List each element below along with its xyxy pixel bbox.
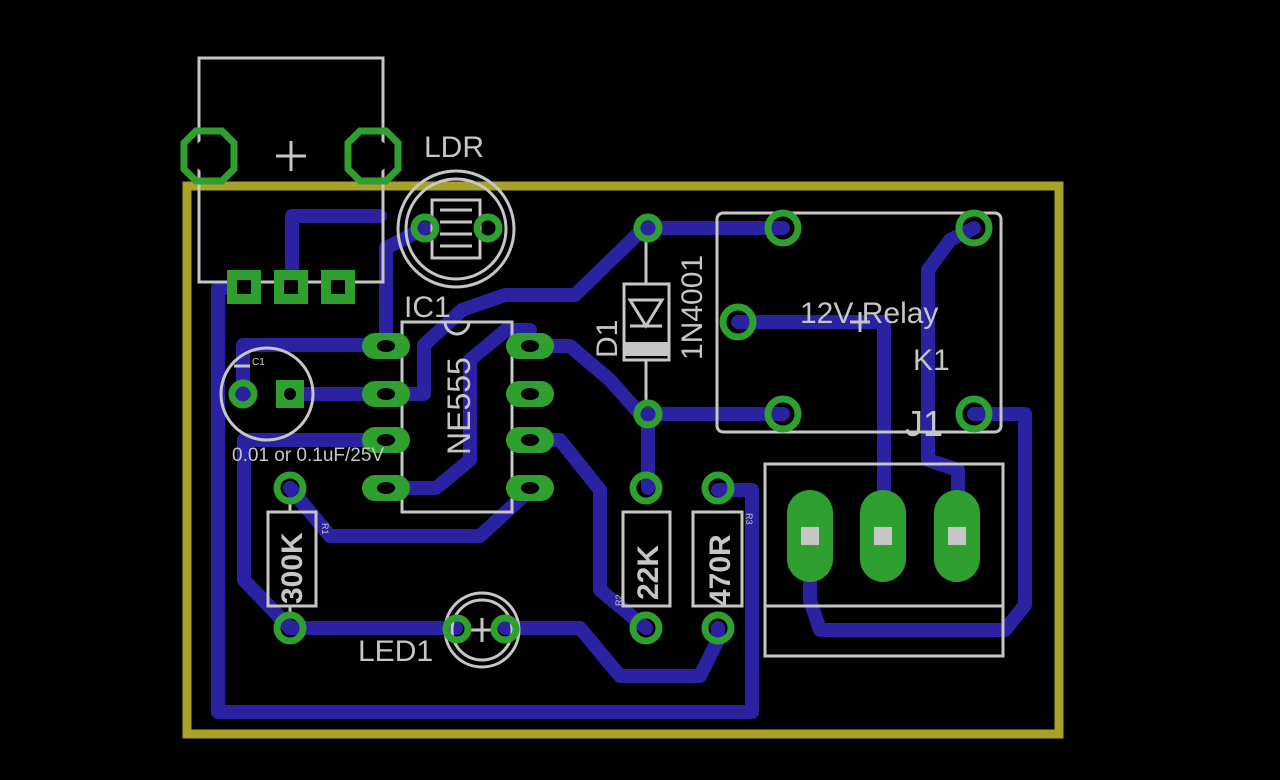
r1-label: R1 bbox=[320, 523, 330, 535]
r2-component: R2 22K bbox=[614, 471, 672, 645]
c1-value: 0.01 or 0.1uF/25V bbox=[232, 445, 384, 466]
ldr-component: LDR bbox=[396, 131, 516, 289]
c1-component: C1 0.01 or 0.1uF/25V bbox=[219, 346, 384, 466]
r3-label: R3 bbox=[744, 513, 754, 525]
connector-pad-left bbox=[180, 127, 238, 185]
header-pads bbox=[227, 270, 355, 304]
led1-label: LED1 bbox=[358, 635, 433, 668]
d1-component: D1 1N4001 bbox=[591, 213, 709, 429]
ic1-pins bbox=[362, 333, 554, 501]
ic1-value: NE555 bbox=[441, 357, 477, 455]
j1-label: J1 bbox=[905, 403, 943, 444]
r2-value: 22K bbox=[632, 545, 665, 600]
board-outline bbox=[182, 181, 1064, 739]
ic1-component: IC1 NE555 bbox=[362, 291, 554, 514]
d1-label: D1 bbox=[591, 320, 624, 358]
led1-component: LED1 bbox=[358, 591, 521, 669]
j1-component: J1 bbox=[763, 403, 1005, 658]
r1-component: R1 300K bbox=[266, 471, 330, 645]
connector-pad-right bbox=[344, 127, 402, 185]
r2-label: R2 bbox=[614, 594, 624, 606]
c1-label: C1 bbox=[252, 357, 265, 368]
ldr-label: LDR bbox=[424, 131, 484, 164]
relay-value: 12V Relay bbox=[800, 297, 938, 330]
d1-value: 1N4001 bbox=[676, 255, 709, 360]
relay-label: K1 bbox=[913, 344, 950, 377]
r1-value: 300K bbox=[276, 532, 309, 604]
ic1-label: IC1 bbox=[404, 291, 451, 324]
r3-value: 470R bbox=[704, 534, 737, 606]
relay-component: 12V Relay K1 bbox=[715, 209, 1003, 434]
r3-component: R3 470R bbox=[691, 471, 754, 645]
